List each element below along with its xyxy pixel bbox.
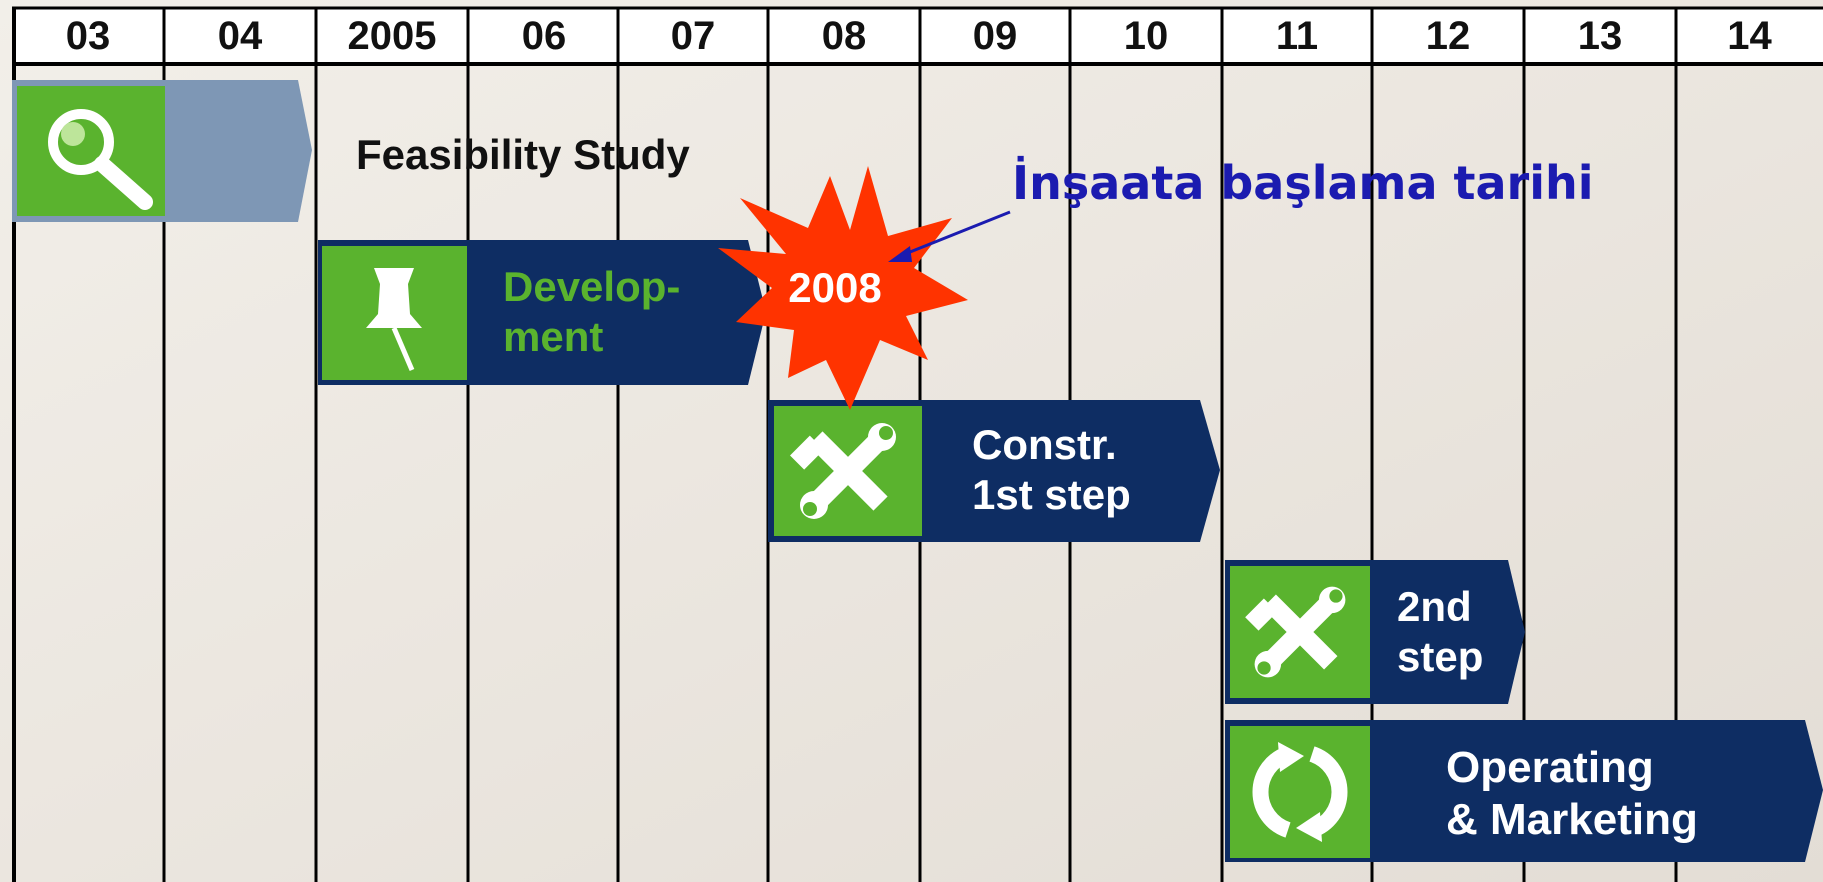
year-label-12: 12: [1425, 14, 1471, 58]
development-label-line1: Develop-: [503, 263, 681, 310]
year-label-03: 03: [65, 14, 111, 58]
year-label-06: 06: [521, 14, 567, 58]
year-header-band: [12, 8, 1823, 64]
construction-1-label-line1: Constr.: [972, 421, 1117, 468]
development-label: Develop- ment: [503, 262, 680, 361]
year-label-2005: 2005: [347, 14, 437, 58]
year-label-14: 14: [1727, 14, 1772, 58]
operating-label-line1: Operating: [1446, 743, 1654, 792]
pushpin-icon: [322, 246, 467, 380]
year-label-08: 08: [821, 14, 867, 58]
year-label-04: 04: [217, 14, 263, 58]
year-label-07: 07: [670, 14, 716, 58]
tools-icon: [774, 406, 922, 536]
refresh-cycle-icon: [1230, 726, 1370, 858]
tools-icon: [1230, 566, 1370, 698]
operating-label: Operating & Marketing: [1446, 742, 1698, 846]
construction-1-label-line2: 1st step: [972, 470, 1131, 518]
construction-2-label: 2nd step: [1397, 582, 1483, 681]
year-label-11: 11: [1275, 14, 1319, 58]
construction-1-label: Constr. 1st step: [972, 420, 1131, 519]
feasibility-label: Feasibility Study: [356, 131, 690, 178]
year-label-13: 13: [1577, 14, 1623, 58]
operating-bar: [1225, 720, 1823, 862]
construction-2-label-line2: step: [1397, 632, 1484, 680]
year-label-09: 09: [972, 14, 1018, 58]
callout-label: İnşaata başlama tarihi: [1012, 156, 1594, 210]
construction-2-label-line1: 2nd: [1397, 583, 1472, 630]
development-label-line2: ment: [503, 312, 604, 360]
magnifier-icon: [17, 86, 165, 216]
year-label-10: 10: [1123, 14, 1169, 58]
starburst-shape: [718, 166, 968, 410]
milestone-label: 2008: [788, 264, 882, 311]
operating-label-line2: & Marketing: [1446, 794, 1698, 844]
